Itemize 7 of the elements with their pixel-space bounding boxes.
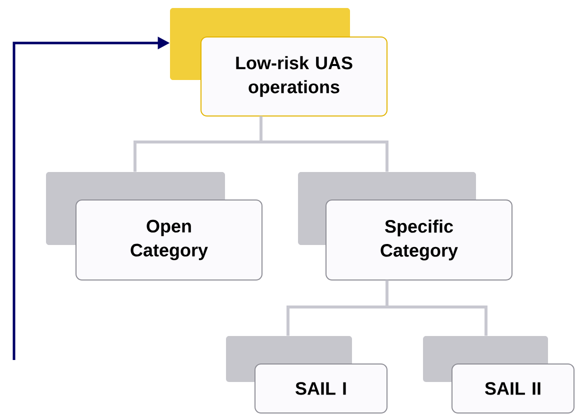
connector-line bbox=[386, 280, 488, 336]
node-box: Open Category bbox=[46, 172, 262, 280]
node-box: Specific Category bbox=[298, 172, 512, 280]
node-box: Low-risk UAS operations bbox=[170, 8, 388, 116]
node-box: SAIL II bbox=[423, 336, 574, 414]
node-box: SAIL I bbox=[226, 336, 388, 414]
connector-line bbox=[260, 116, 388, 172]
